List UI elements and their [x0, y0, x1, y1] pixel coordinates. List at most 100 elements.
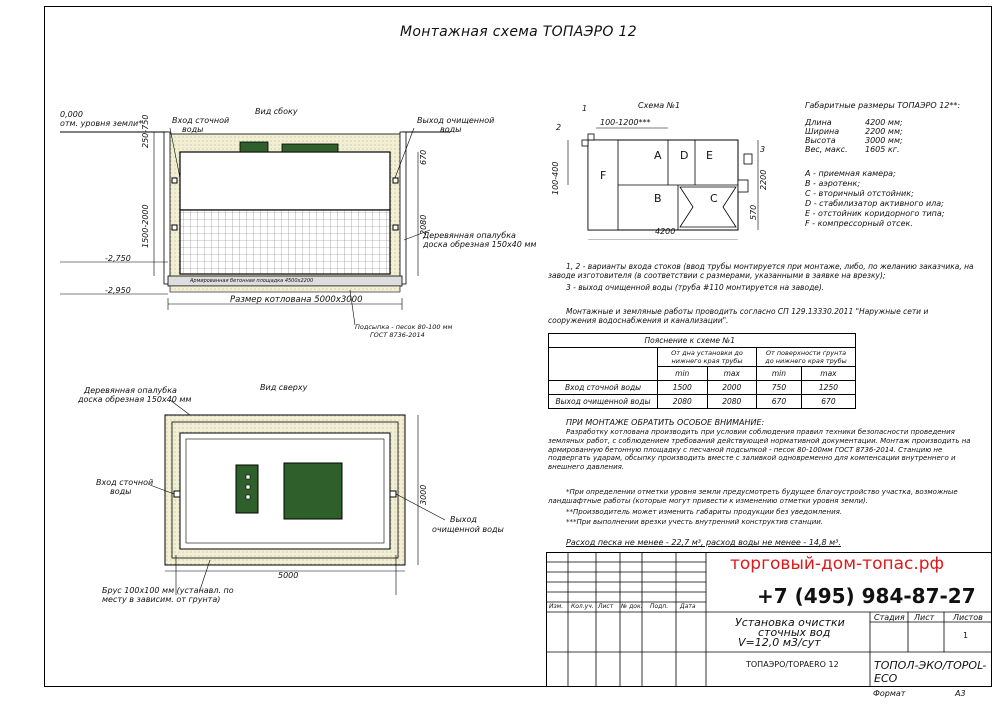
footnote-2: **Производитель может изменить габариты … — [566, 508, 843, 516]
product-code: ТОПАЭРО/TOPAERO 12 — [746, 660, 839, 669]
section-f: F — [600, 169, 607, 182]
scheme-n3: 3 — [760, 145, 766, 154]
dim-row-3-value: 3000 мм; — [865, 136, 903, 145]
beam-label-1: Брус 100х100 мм (устанавл. по — [102, 586, 234, 595]
scheme-dim-4200: 4200 — [655, 227, 676, 236]
legend-d: D - стабилизатор активного ила; — [805, 199, 944, 208]
site-link[interactable]: торговый-дом-топас.рф — [730, 554, 945, 574]
sand-water-consumption: Расход песка не менее - 22,7 м³, расход … — [566, 538, 841, 547]
pit-size-label: Размер котлована 5000х3000 — [230, 295, 363, 305]
side-outlet-label-1: Выход очищенной — [417, 116, 495, 125]
section-b: B — [654, 192, 662, 205]
side-view-label: Вид сбоку — [255, 107, 298, 116]
top-outlet-label-2: очищенной воды — [432, 525, 504, 534]
section-a: A — [654, 149, 662, 162]
product-name-3: V=12,0 м3/сут — [738, 636, 821, 649]
side-view-drawing — [60, 127, 450, 326]
legend-a: А - приемная камера; — [805, 169, 896, 178]
concrete-pad-label: Армированная бетонная площадка 4500х2200 — [190, 278, 314, 284]
format-label: Формат — [873, 689, 906, 698]
section-c: C — [710, 192, 718, 205]
stage-label: Стадия — [874, 613, 905, 622]
note-1-2: 1, 2 - варианты входа стоков (ввод трубы… — [548, 262, 974, 281]
scheme-n1: 1 — [582, 104, 588, 113]
warning-heading: ПРИ МОНТАЖЕ ОБРАТИТЬ ОСОБОЕ ВНИМАНИЕ: — [566, 418, 765, 427]
note-works: Монтажные и земляные работы проводить со… — [548, 307, 929, 326]
title-block — [546, 552, 992, 687]
product-name-1: Установка очистки — [735, 616, 845, 629]
top-formwork-label-2: доска обрезная 150х40 мм — [78, 395, 192, 404]
scheme-1-drawing — [567, 127, 759, 240]
sand-bed-label-2: ГОСТ 8736-2014 — [370, 331, 425, 339]
scheme-n2: 2 — [556, 123, 562, 132]
legend-e: E - отстойник коридорного типа; — [805, 209, 945, 218]
scheme-dim-2200: 2200 — [759, 169, 768, 190]
section-e: E — [706, 149, 713, 162]
footnote-1: *При определении отметки уровня земли пр… — [548, 488, 958, 505]
legend-c: С - вторичный отстойник; — [805, 189, 914, 198]
dim-row-2-value: 2200 мм; — [865, 127, 903, 136]
ground-level-value: 0,000 — [60, 110, 83, 119]
dimensions-heading: Габаритные размеры ТОПАЭРО 12**: — [805, 101, 961, 110]
col-izm: Изм. — [549, 603, 564, 610]
explanation-table: Пояснение к схеме №1 От дна установки до… — [548, 333, 857, 409]
sheet-label: Лист — [914, 613, 935, 622]
side-formwork-label-2: доска обрезная 150х40 мм — [423, 240, 537, 249]
warning-body: Разработку котлована производить при усл… — [548, 428, 971, 471]
scheme-dim-left: 100-400 — [551, 161, 560, 195]
drawing-frame — [44, 6, 992, 687]
table-header-bottom: От дна установки до нижнего края трубы — [657, 347, 757, 367]
table-caption: Пояснение к схеме №1 — [548, 333, 856, 348]
sand-bed-label-1: Подсыпка - песок 80-100 мм — [355, 323, 453, 331]
legend-b: В - аэротенк; — [805, 179, 861, 188]
col-podp: Подп. — [650, 603, 669, 610]
level-2750: -2,750 — [105, 254, 131, 263]
side-outlet-label-2: воды — [440, 125, 462, 134]
side-inlet-label-1: Вход сточной — [172, 116, 230, 125]
col-date: Дата — [680, 603, 696, 610]
page-title: Монтажная схема ТОПАЭРО 12 — [400, 24, 637, 40]
dim-250-750: 250-750 — [141, 114, 150, 148]
note-3: 3 - выход очищенной воды (труба #110 мон… — [566, 283, 825, 292]
dim-670: 670 — [419, 149, 428, 165]
scheme-1-label: Схема №1 — [638, 101, 681, 110]
table-header-surface: От поверхности грунта до нижнего края тр… — [756, 347, 856, 367]
dim-5000: 5000 — [278, 571, 299, 580]
dim-row-3-label: Высота — [805, 136, 836, 145]
table-min-2: min — [756, 366, 802, 381]
sheets-label: Листов — [953, 613, 983, 622]
sheets-value: 1 — [963, 631, 969, 640]
section-d: D — [680, 149, 689, 162]
side-inlet-label-2: воды — [182, 125, 204, 134]
col-kol-uch: Кол.уч. — [571, 603, 594, 610]
scheme-dim-570: 570 — [749, 204, 758, 220]
ground-level-label: отм. уровня земли* — [60, 119, 143, 128]
dim-3000: 3000 — [419, 484, 428, 505]
col-list: Лист — [598, 603, 614, 610]
scheme-dim-top: 100-1200*** — [600, 118, 651, 127]
organization: ТОПОЛ-ЭКО/TOPOL-ECO — [874, 659, 987, 685]
top-inlet-label-2: воды — [110, 487, 132, 496]
col-doc: № док. — [621, 603, 643, 610]
dim-1500-2000: 1500-2000 — [141, 204, 150, 248]
phone-number[interactable]: +7 (495) 984-87-27 — [757, 584, 976, 608]
table-max-2: max — [800, 366, 857, 381]
top-view-label: Вид сверху — [260, 383, 308, 392]
table-max-1: max — [706, 366, 757, 381]
top-inlet-label-1: Вход сточной — [96, 478, 154, 487]
title-block-grid — [546, 552, 992, 687]
table-min-1: min — [657, 366, 708, 381]
dim-2080: 2080 — [419, 214, 428, 235]
beam-label-2: месту в зависим. от грунта) — [102, 595, 221, 604]
top-formwork-label-1: Деревянная опалубка — [84, 386, 177, 395]
top-outlet-label-1: Выход — [450, 515, 477, 524]
dim-row-4-value: 1605 кг. — [865, 145, 900, 154]
dim-row-1-label: Длина — [805, 118, 832, 127]
side-formwork-label-1: Деревянная опалубка — [423, 231, 516, 240]
footnote-3: ***При выполнении врезки учесть внутренн… — [566, 518, 824, 526]
legend-f: F - компрессорный отсек. — [805, 219, 913, 228]
format-value: А3 — [955, 689, 966, 698]
dim-row-2-label: Ширина — [805, 127, 840, 136]
